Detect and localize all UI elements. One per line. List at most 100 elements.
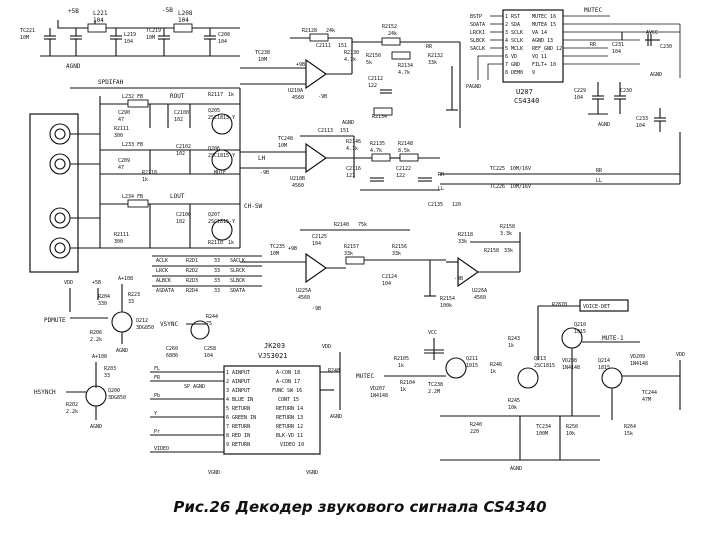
q214-label: Q214 [598,358,610,364]
mixer-stage: C2135 120 R2140 75k C2125 104 R2157 33k … [240,202,521,312]
cap-tc235-value: 10M [270,251,279,257]
vid-label-sp-agnd: SP AGND [184,384,205,390]
res-r2130-label: R2130 [344,50,359,56]
inductor-l208-label: L208 [178,10,193,17]
res-r2135-label: R2135 [370,141,385,147]
video-switch: VSYNC R244 75 C260 6800 C258 104 JK203 V… [150,314,342,476]
vid-pin-13: RETURN 13 [276,415,303,421]
res-r240-value: 220 [470,429,479,435]
res-r2110-value: 1k [228,240,234,246]
res-r244-value: 75 [206,321,212,327]
transistor-q200 [85,385,107,407]
rail-lh: -9B [260,170,269,176]
mute-agnd: AGND [116,348,128,354]
cap-tc225-value: 10M/16V [510,166,531,172]
i2s-lrck: LRCK [156,268,168,274]
res-r244-label: R244 [206,314,218,320]
dac-rr-label: RR [590,42,597,48]
vid-pin-12: RETURN 12 [276,424,303,430]
diode-vd209-part: 1N4148 [630,361,648,367]
cap-c2102-label: C2102 [176,144,191,150]
res-r245-label: R245 [508,398,520,404]
cap-c290-value: 47 [118,117,124,123]
cap-tc226-value: 10M/16V [510,184,531,190]
dac-pin-7: 7 GND [505,62,520,68]
cap-c209-value: 47 [118,165,124,171]
cap-tc225-label: TC225 [490,166,505,172]
vid-vgnd-left: VGND [208,470,220,476]
cap-c2112-value: 122 [368,83,377,89]
opamp-u225a-ref: U225A [296,288,311,294]
cap-c260-label: C260 [166,346,178,352]
hsync-agnd: AGND [90,424,102,430]
vid-pin-18: A-CON 18 [276,370,300,376]
i2s-r2d2: R2D2 [186,268,198,274]
res-r264-value: 15k [624,431,633,437]
mute-agnd-bottom: AGND [510,466,522,472]
cap-c2111-value: 151 [338,43,347,49]
wire-rr-label: RR [438,172,445,178]
inductor-l208-value: 104 [178,17,189,24]
hsync-a108: A+108 [92,354,107,360]
res-r2132-value: 33k [428,60,437,66]
res-r2158-value: 3.3k [500,231,512,237]
dac-pin-4: 4 SCLK [505,38,523,44]
res-r2117-value: 1k [228,92,234,98]
vid-pin-4: 4 BLUE IN [226,397,253,403]
cap-c2135-value: 120 [452,202,461,208]
dac-pin-6: 6 VD [505,54,517,60]
res-r2150-value: 5k [366,60,372,66]
i2s-r2d4-val: 33 [214,288,220,294]
cap-c2111-label: C2111 [316,43,331,49]
power-filter: +5B L221 104 -5B L208 104 TC221 10M L219… [20,7,240,70]
video-chip-part: VJS3021 [258,352,288,360]
vid-pin-8: 8 RED IN [226,433,250,439]
vid-label-fr: FR [154,375,161,381]
res-r2132-label: R2132 [428,53,443,59]
i2s-r2d3: R2D3 [186,278,198,284]
res-r2110-label: R2110 [208,240,223,246]
transistor-q211 [445,357,467,379]
res-r2104-value: 1k [400,387,406,393]
cap-c209-label: C209 [118,158,130,164]
res-r2150-label: R2150 [366,53,381,59]
res-r240-label: R240 [470,422,482,428]
q205-part: 2SC1815-Y [208,115,235,121]
cap-c258-label: C258 [204,346,216,352]
cap-tc226-label: TC226 [490,184,505,190]
res-r2134-value: 4.7k [398,70,410,76]
cap-tc244-value: 47M [642,397,651,403]
rail-label-neg5v: -5B [162,7,173,14]
cap-tc235-label: TC235 [270,244,285,250]
i2s-aclk: ACLK [156,258,168,264]
cap-tc221-label: TC221 [20,28,35,34]
i2s-r2d1-val: 33 [214,258,220,264]
dac-pin-3: 3 SCLK [505,30,523,36]
cap-c2100-label: C2100 [174,110,189,116]
vid-pin-5: 5 RETURN [226,406,250,412]
dac-part: CS4340 [514,97,539,105]
opamp-u210a-ref: U210A [288,88,303,94]
opamp-u210b-symbol [305,142,328,174]
res-r2158b-label: R2158 [484,248,499,254]
dac-pin-12: REF_GND 12 [532,46,562,52]
res-r243-label: R243 [508,336,520,342]
res-r2118b-value: 33k [458,239,467,245]
label-lout: LOUT [170,193,185,200]
cap-c2113-value: 151 [340,128,349,134]
res-r264-label: R264 [624,424,636,430]
dac-avcc-label: AVCC [646,30,658,36]
video-chip-ref: JK203 [264,342,285,350]
vid-pin-1: 1 AINPUT [226,370,250,376]
signal-vsync: VSYNC [160,321,178,328]
cap-c2112-label: C2112 [368,76,383,82]
dac-cs4340: 1 RST 2 SDA 3 SCLK 4 SCLK 5 MCLK 6 VD 7 … [466,7,681,132]
dac-mutec-label: MUTEC [584,7,602,14]
mute-vcc: VCC [428,330,437,336]
cap-c2122-value: 122 [396,173,405,179]
res-r2148-label: R2148 [398,141,413,147]
q207-part: 2SC1815-Y [208,219,235,225]
i2s-interface: ACLK R2D1 33 SACLK LRCK R2D2 33 SLRCK AL… [152,255,262,294]
i2s-r2d3-val: 33 [214,278,220,284]
